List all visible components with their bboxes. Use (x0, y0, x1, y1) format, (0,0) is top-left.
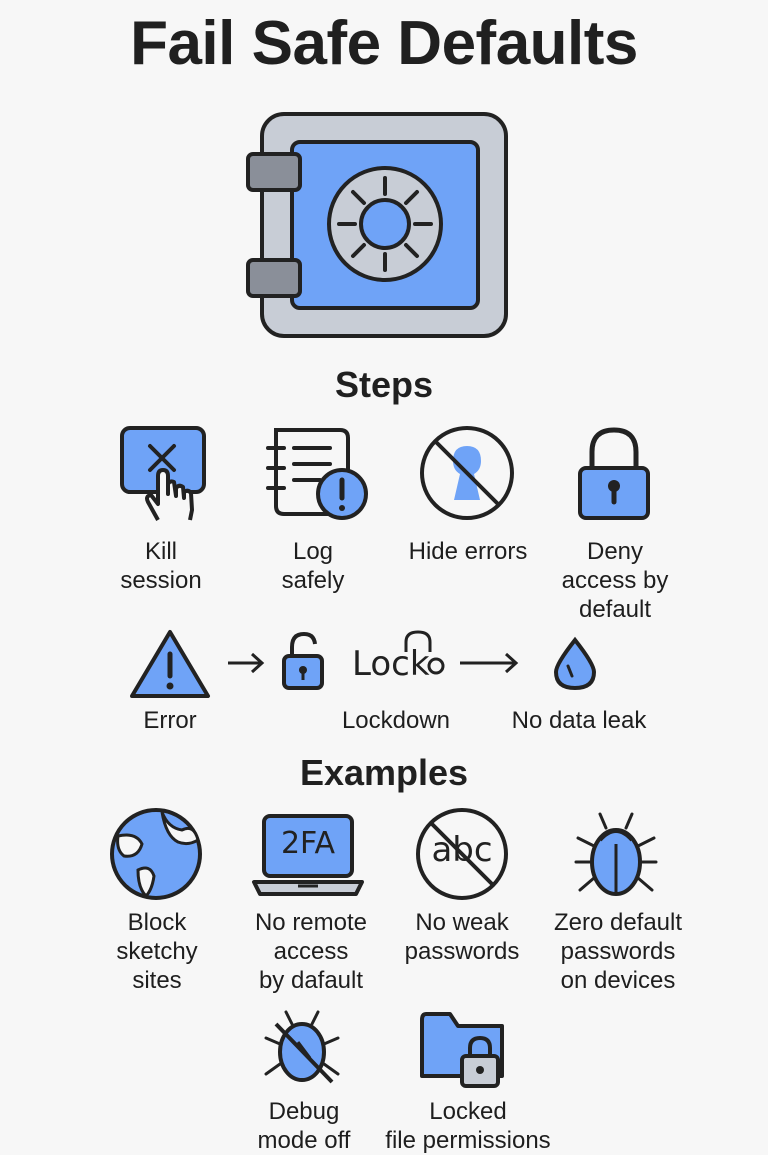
step-log-safely-label: Log safely (281, 538, 345, 594)
laptop-2fa-text: 2FA (280, 826, 336, 861)
example-block-sites-label: Block sketchy sites (116, 909, 198, 994)
safe-icon (246, 112, 508, 338)
warning-icon (130, 630, 210, 698)
kill-session-icon (120, 426, 206, 521)
lock-shackle-icon (404, 630, 445, 675)
examples-heading: Examples (299, 752, 469, 793)
example-debug-mode-off-label: Debug mode off (257, 1098, 351, 1154)
flow-no-data-leak-label: No data leak (511, 707, 647, 734)
crossed-bug-icon (264, 1010, 340, 1084)
bug-icon (574, 812, 658, 896)
example-locked-file-permissions-label: Locked file permissions (385, 1098, 551, 1154)
flow-error-label: Error (143, 707, 197, 734)
example-no-remote-access-label: No remote access by dafault (254, 909, 368, 994)
step-hide-errors-label: Hide errors (408, 538, 528, 565)
padlock-icon (578, 427, 650, 520)
page-title: Fail Safe Defaults (130, 9, 638, 78)
no-abc-icon (416, 808, 508, 900)
drop-icon (553, 636, 597, 691)
step-kill-session-label: Kill session (120, 538, 202, 594)
log-document-icon (266, 428, 368, 520)
hidden-keyhole-icon (420, 426, 514, 520)
example-no-weak-passwords-label: No weak passwords (404, 909, 520, 965)
laptop-2fa-icon (252, 814, 364, 896)
lock-icon (282, 631, 324, 690)
lock-word: Lock (352, 644, 430, 684)
step-deny-access-label: Deny access by default (561, 538, 669, 623)
globe-icon (110, 808, 202, 900)
locked-folder-icon (420, 1012, 504, 1088)
arrow-icon (460, 652, 519, 674)
example-zero-default-passwords-label: Zero default passwords on devices (553, 909, 683, 994)
steps-heading: Steps (334, 364, 434, 405)
arrow-icon (228, 652, 265, 674)
flow-lockdown-label: Lockdown (341, 707, 451, 734)
no-abc-text: abc (431, 830, 493, 870)
